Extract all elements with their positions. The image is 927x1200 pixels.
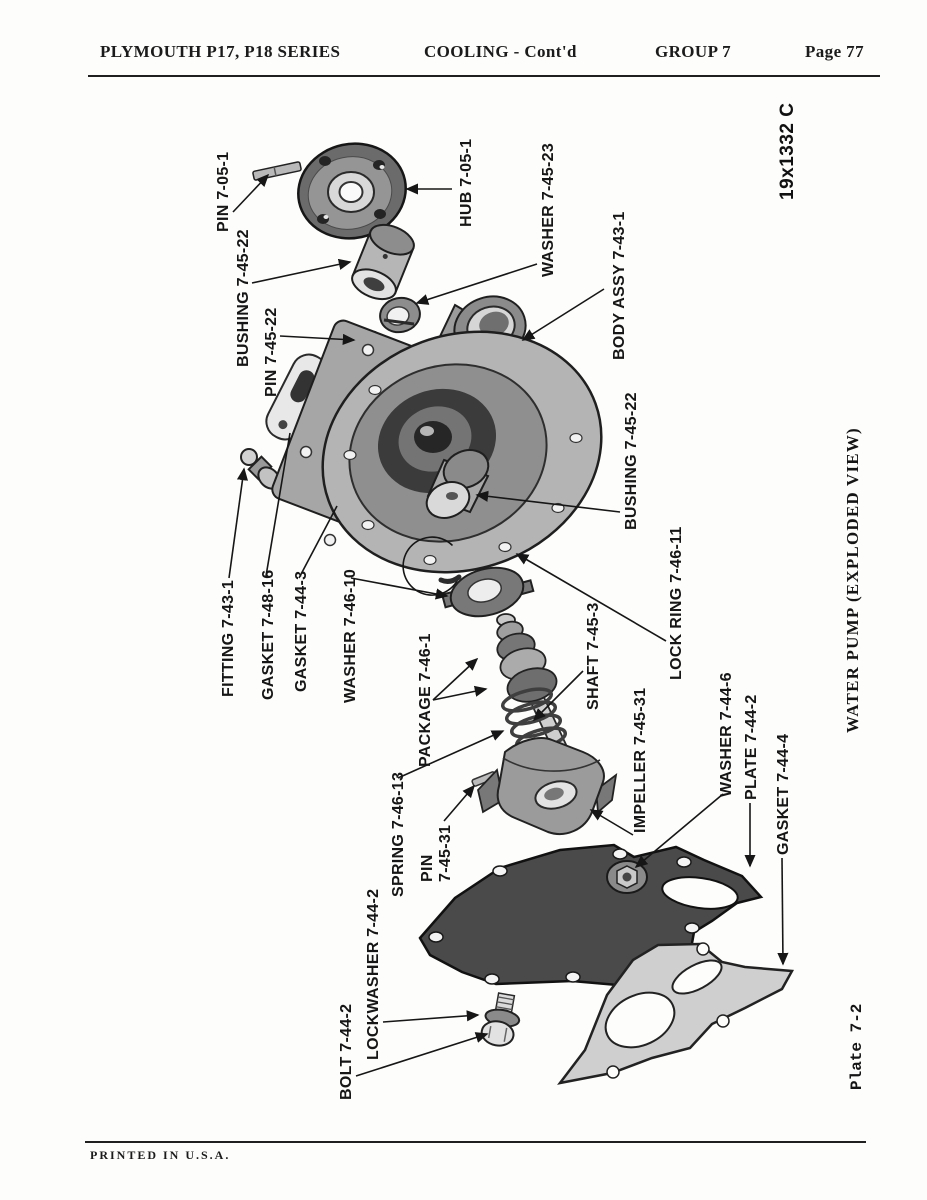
part-label: SPRING 7-46-13 [390,772,407,897]
leader-arrow [634,793,724,869]
part-labels: PIN 7-05-1 HUB 7-05-1 WASHER 7-45-23BUSHIN… [215,103,866,1100]
seal-washer-part [440,566,535,618]
gasket-2-part [557,942,795,1085]
part-label: PIN [419,854,436,882]
leader-lines [228,173,789,1077]
part-label: SHAFT 7-45-3 [585,602,602,710]
part-label: LOCKWASHER 7-44-2 [365,889,382,1060]
part-label: PLATE 7-44-2 [743,694,760,800]
part-label: WASHER 7-46-10 [342,569,359,703]
part-label: GASKET 7-44-4 [775,734,792,855]
water-pump-illustration [240,142,795,1085]
part-label: PIN 7-05-1 [215,152,232,232]
part-label: GASKET 7-44-3 [293,571,310,692]
part-label: PIN 7-45-22 [263,307,280,397]
part-label: BUSHING 7-45-22 [235,229,252,367]
package-part [496,613,558,703]
bolt-part [480,992,521,1047]
part-label: GASKET 7-48-16 [260,570,277,700]
part-label: WASHER 7-45-23 [540,143,557,277]
leader-arrow [279,333,356,345]
part-label: 7-45-31 [437,825,454,882]
part-label: BODY ASSY 7-43-1 [611,211,628,360]
leader-arrow [475,490,621,513]
bushing-1-part [351,223,415,301]
leader-arrow [415,263,538,305]
part-label: WATER PUMP (EXPLODED VIEW) [843,427,862,733]
part-label: FITTING 7-43-1 [220,580,237,697]
part-label: HUB 7-05-1 [458,139,475,227]
leader-arrow [350,577,449,600]
printed-in-usa: PRINTED IN U.S.A. [90,1148,231,1162]
leader-arrow [265,432,291,577]
part-label: PACKAGE 7-46-1 [417,633,434,767]
leader-arrow [432,685,488,701]
part-label: WASHER 7-44-6 [718,672,735,797]
part-label: 19x1332 C [777,103,798,200]
pin-1-part [252,161,302,181]
leader-arrow [355,1032,489,1077]
leader-arrow [515,553,667,642]
header-series: PLYMOUTH P17, P18 SERIES [100,42,341,61]
part-label: LOCK RING 7-46-11 [668,526,685,680]
header-page-number: Page 77 [805,42,864,61]
part-label: IMPELLER 7-45-31 [632,688,649,833]
leader-arrow [228,467,249,579]
header-group: GROUP 7 [655,42,731,61]
impeller-part [477,737,618,835]
leader-arrow [397,730,505,779]
header-rule [88,75,880,77]
leader-arrow [432,657,479,701]
part-label: BOLT 7-44-2 [338,1004,355,1100]
plate-part [418,843,764,990]
leader-arrow [443,784,476,822]
leader-arrow [777,857,789,966]
leader-arrow [532,670,584,722]
washer-1-part [379,296,421,334]
gasket-1-part [265,353,329,441]
header-section: COOLING - Cont'd [424,42,577,61]
footer-rule [85,1141,866,1143]
leader-arrow [589,809,634,836]
leader-arrow [521,288,605,341]
bushing-2-part [425,449,490,519]
hub-part [297,142,407,240]
leader-arrow [251,258,352,284]
leader-arrow [382,1010,480,1023]
part-label: Plate 7-2 [848,1004,866,1090]
body-assy-part [271,295,603,574]
part-label: BUSHING 7-45-22 [623,392,640,530]
leader-arrow [298,505,338,579]
leader-arrow [232,173,270,213]
